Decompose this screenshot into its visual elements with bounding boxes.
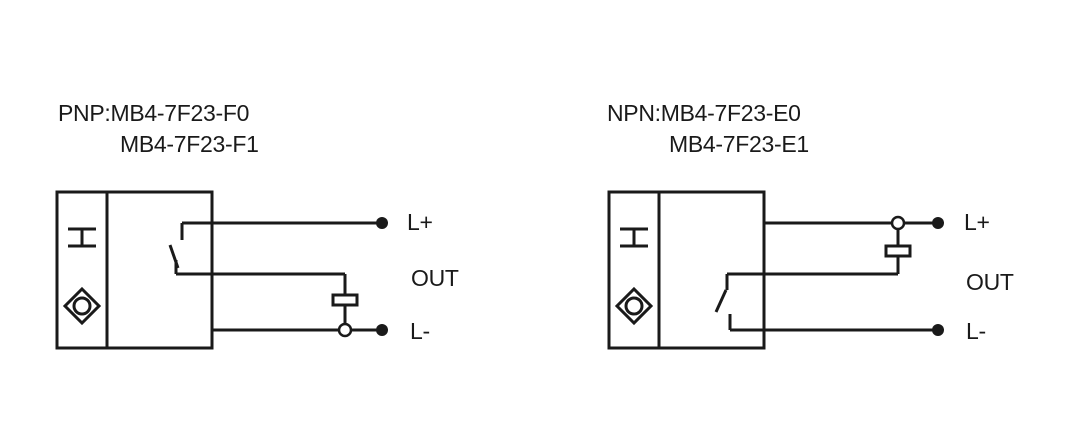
npn-switch-blade: [714, 289, 728, 313]
pnp-junction: [337, 322, 353, 338]
npn-terminal-lplus-dot: [932, 217, 944, 229]
npn-circuit: [607, 190, 944, 350]
npn-title-line2: MB4-7F23-E1: [669, 131, 809, 157]
pnp-terminal-lminus-label: L-: [410, 318, 430, 344]
pnp-circuit: [55, 190, 388, 350]
npn-terminal-out-label: OUT: [966, 269, 1014, 295]
pnp-terminal-out-label: OUT: [411, 265, 459, 291]
npn-sensor-symbol-icon: [620, 227, 648, 248]
pnp-title-line1: PNP:MB4-7F23-F0: [58, 100, 250, 126]
pnp-inductive-diamond-icon: [62, 286, 102, 326]
npn-terminal-lminus-dot: [932, 324, 944, 336]
pnp-terminal-lplus-dot: [376, 217, 388, 229]
npn-junction: [890, 215, 906, 231]
pnp-sensor-body: [55, 190, 214, 350]
npn-terminal-lplus-label: L+: [964, 209, 990, 235]
pnp-terminal-lplus-label: L+: [407, 209, 433, 235]
npn-title-line1: NPN:MB4-7F23-E0: [607, 100, 801, 126]
pnp-load-icon: [331, 293, 359, 307]
npn-sensor-body: [607, 190, 766, 350]
pnp-title-line2: MB4-7F23-F1: [120, 131, 259, 157]
pnp-terminal-lminus-dot: [376, 324, 388, 336]
npn-load-icon: [884, 244, 912, 258]
npn-inductive-diamond-icon: [614, 286, 654, 326]
pnp-sensor-symbol-icon: [68, 227, 96, 248]
npn-terminal-lminus-label: L-: [966, 318, 986, 344]
